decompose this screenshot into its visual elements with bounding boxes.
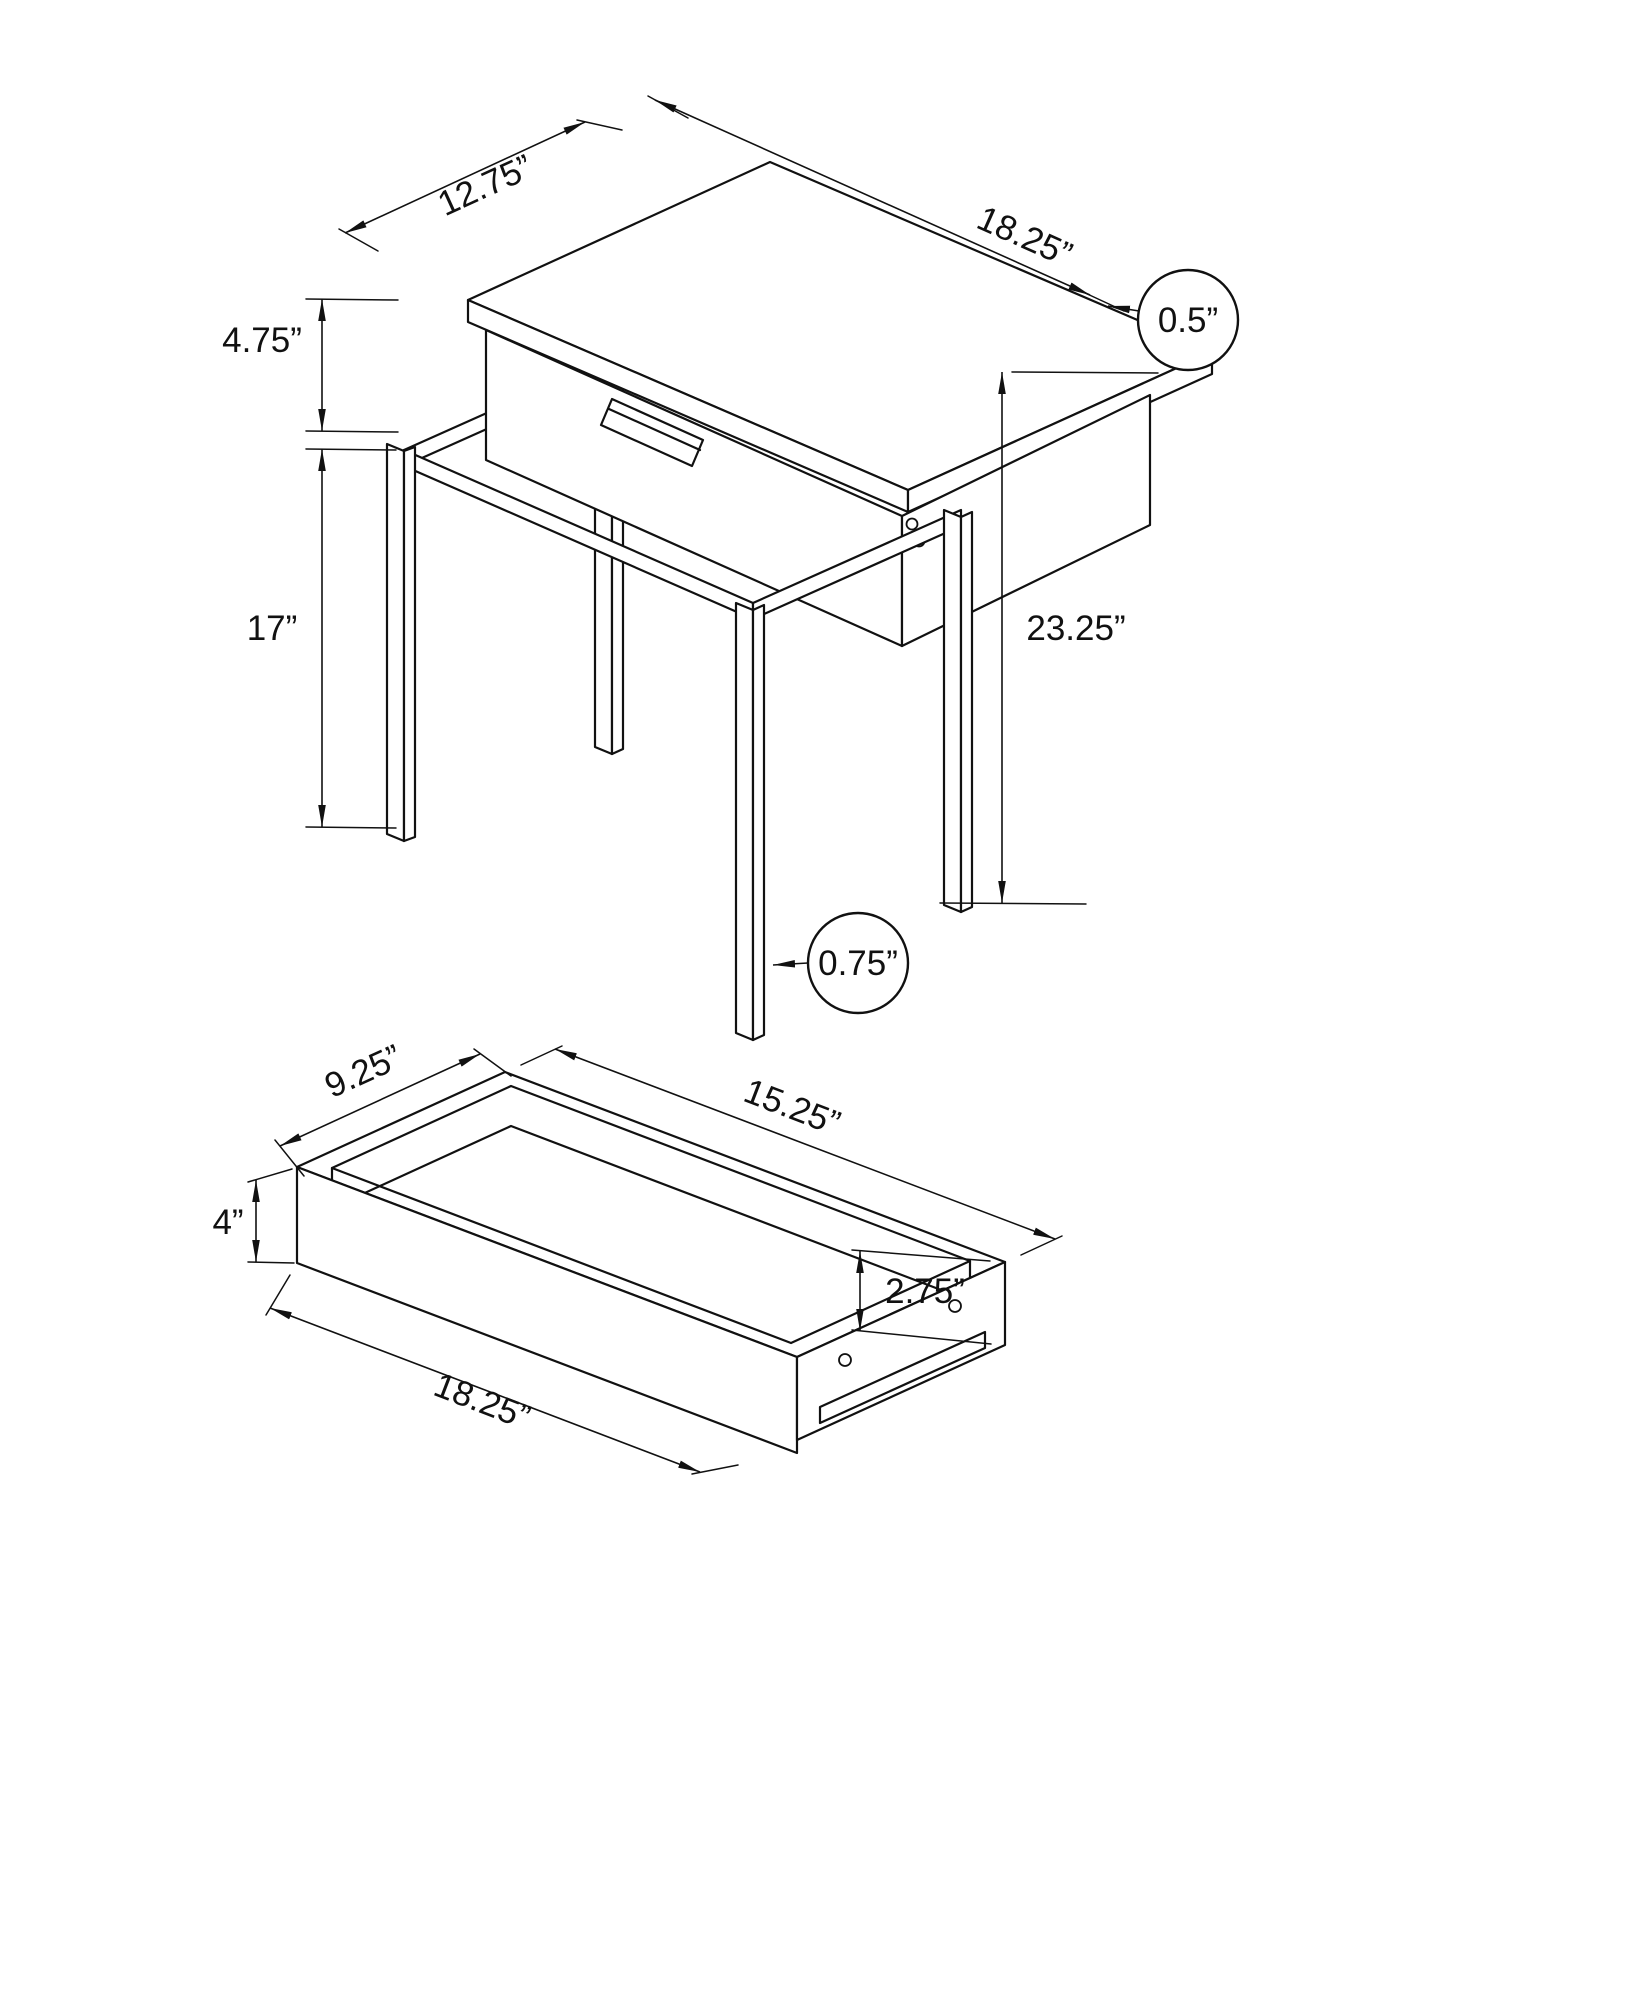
frame-leg-left-side <box>402 445 417 843</box>
extension-tick <box>851 1329 992 1345</box>
dimension-line <box>344 121 586 234</box>
callout-circle <box>806 911 910 1015</box>
dim-label-interior-width: 15.25” <box>739 1071 846 1143</box>
callout-leg-thickness: 0.75” <box>772 911 910 1015</box>
dim-drawer-front-panel-height: 4” <box>212 1168 295 1264</box>
frame-leg-front <box>734 601 755 1042</box>
leader-line <box>1107 305 1140 314</box>
dim-label-leg-height: 17” <box>247 609 298 648</box>
dim-label-drawer-front-height: 4.75” <box>222 321 302 360</box>
extension-tick <box>265 1274 291 1316</box>
screw-icon <box>948 1299 962 1313</box>
extension-tick <box>338 228 379 252</box>
table-drawing: 12.75” 18.25” 4.75” 17” 23.2 <box>222 95 1240 1042</box>
dimension-line <box>279 1053 481 1147</box>
dim-label-overall-width: 18.25” <box>429 1365 536 1437</box>
extension-tick <box>939 902 1087 905</box>
extension-tick <box>647 95 689 119</box>
extension-tick <box>851 1249 991 1262</box>
frame-leg-front-side <box>751 603 766 1042</box>
screw-icon <box>905 517 919 531</box>
extension-tick <box>305 448 397 451</box>
dim-label-top-thickness: 0.5” <box>1158 301 1218 340</box>
extension-tick <box>576 119 623 131</box>
drawer-handle-recess <box>599 397 705 468</box>
extension-tick <box>1011 371 1159 374</box>
dim-leg-height: 17” <box>247 448 397 829</box>
drawer-handle-fold-line <box>607 407 702 452</box>
extension-tick <box>247 1168 293 1183</box>
dim-overall-height: 23.25” <box>939 371 1159 905</box>
frame-leg-left <box>385 442 406 843</box>
drawer-drawing: 9.25” 15.25” 4” 2.75” 18.25” <box>212 1037 1063 1475</box>
dim-drawer-front-height: 4.75” <box>222 298 399 433</box>
frame-leg-right-side <box>959 510 974 914</box>
screw-icon <box>838 1353 852 1367</box>
extension-tick <box>274 1139 305 1177</box>
dim-table-top-depth: 12.75” <box>338 119 623 252</box>
extension-tick <box>1020 1235 1063 1256</box>
dim-drawer-interior-height: 2.75” <box>851 1249 992 1345</box>
extension-tick <box>247 1261 295 1264</box>
dim-label-leg-thickness: 0.75” <box>818 944 898 983</box>
dim-label-front-height: 4” <box>212 1203 243 1242</box>
callout-circle <box>1136 268 1240 372</box>
dim-label-overall-height: 23.25” <box>1026 609 1125 648</box>
extension-tick <box>305 430 399 433</box>
dimension-line <box>554 1048 1056 1240</box>
extension-tick <box>473 1048 512 1077</box>
callout-top-thickness: 0.5” <box>1107 268 1240 372</box>
table-frame-front <box>385 442 974 1042</box>
drawer-slide-rail <box>818 1330 987 1425</box>
dim-label-interior-depth: 9.25” <box>319 1037 408 1106</box>
tabletop-right-face <box>906 350 1214 514</box>
drawer-interior-base-lines <box>330 1124 972 1303</box>
frame-leg-right <box>942 508 963 914</box>
extension-tick <box>520 1045 563 1066</box>
extension-tick <box>691 1464 739 1475</box>
dimension-line <box>269 1307 701 1473</box>
dimension-line <box>654 99 1091 296</box>
extension-tick <box>305 826 397 829</box>
dim-label-top-depth: 12.75” <box>432 147 538 224</box>
leader-line <box>772 959 809 968</box>
dim-label-interior-height: 2.75” <box>885 1272 965 1311</box>
extension-tick <box>305 298 399 301</box>
